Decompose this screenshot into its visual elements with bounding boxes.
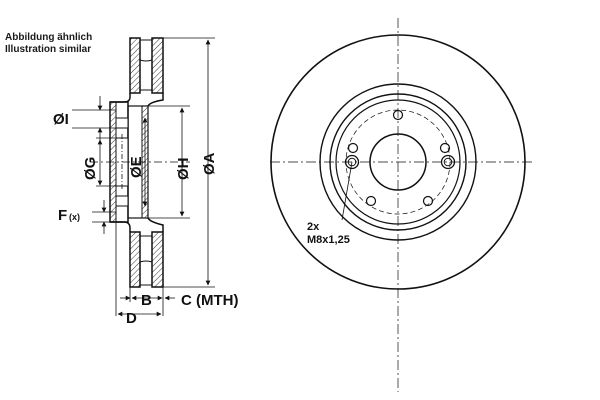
section-view: ØI ØG ØE ØH [53, 37, 238, 327]
threaded-hole-core [347, 157, 357, 167]
bolt-hole [439, 142, 451, 154]
label-C: C (MTH) [181, 292, 238, 309]
friction-ring-inner-edge [319, 83, 477, 241]
center-bore [369, 133, 427, 191]
front-view: 2x M8x1,25 [270, 18, 532, 392]
threaded-holes [344, 154, 456, 170]
wheel-bolt-holes [347, 109, 451, 207]
label-I: ØI [53, 111, 69, 128]
label-G: ØG [82, 157, 99, 180]
dimension-B: B [131, 292, 163, 309]
thread-leader-line [341, 161, 353, 221]
label-B: B [141, 292, 152, 309]
note-illustration-en: Illustration similar [5, 44, 92, 55]
hat-outer-edge [329, 93, 467, 231]
dimension-H: ØH [148, 105, 192, 219]
label-A: ØA [201, 152, 218, 175]
bolt-hole [365, 195, 377, 207]
label-E: ØE [128, 156, 145, 178]
threaded-hole-core [443, 157, 453, 167]
dimension-F: F (x) [58, 200, 116, 234]
dimension-I: ØI [53, 96, 116, 142]
note-illustration-de: Abbildung ähnlich [5, 32, 93, 43]
dimension-G: ØG [82, 137, 116, 187]
bolt-hole [347, 142, 359, 154]
thread-size-label: M8x1,25 [307, 234, 350, 246]
dimension-E: ØE [128, 117, 148, 207]
threaded-hole [344, 154, 360, 170]
friction-ring-bottom [110, 217, 164, 288]
label-F: F [58, 207, 67, 224]
dimension-A: ØA [163, 37, 218, 288]
label-F-sub: (x) [69, 212, 80, 222]
label-D: D [126, 310, 137, 327]
threaded-hole [440, 154, 456, 170]
hat-inner-edge [335, 99, 461, 225]
friction-ring-top [110, 37, 164, 107]
dimension-C: C (MTH) [120, 292, 238, 309]
bolt-hole [422, 195, 434, 207]
label-H: ØH [175, 158, 192, 181]
disc-outer-edge [270, 34, 526, 290]
dimension-D: D [117, 310, 162, 327]
bolt-hole [392, 109, 404, 121]
thread-count-label: 2x [307, 221, 320, 233]
